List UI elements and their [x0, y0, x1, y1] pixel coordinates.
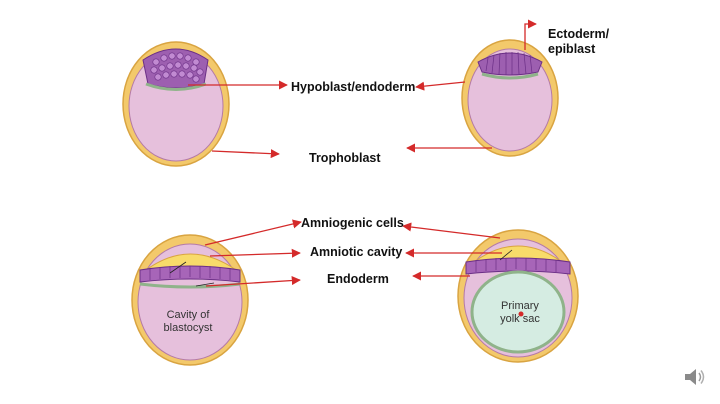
label-cavity-line2: blastocyst — [163, 322, 213, 334]
speaker-icon[interactable] — [683, 366, 707, 388]
embryo-primary-yolk-sac — [457, 229, 579, 363]
label-hypoblast: Hypoblast/endoderm — [291, 80, 416, 94]
inner-pointer-lines — [169, 249, 513, 287]
pointer-arrows — [188, 19, 537, 287]
label-yolk-line2: yolk sac — [500, 313, 540, 325]
label-ectoderm-epiblast: Ectoderm/ epiblast — [548, 27, 609, 57]
label-amniotic-cavity: Amniotic cavity — [310, 245, 403, 259]
label-cavity-line1: Cavity of — [166, 309, 210, 321]
label-cavity-of-blastocyst: Cavity of blastocyst — [150, 309, 226, 335]
label-endoderm: Endoderm — [327, 272, 389, 286]
label-ectoderm-line1: Ectoderm/ — [548, 27, 610, 41]
label-amniogenic-cells: Amniogenic cells — [301, 216, 404, 230]
embryo-blastocyst-inner-cell-mass — [122, 41, 230, 167]
label-ectoderm-line2: epiblast — [548, 42, 596, 56]
label-trophoblast: Trophoblast — [309, 151, 381, 165]
label-yolk-line1: Primary — [501, 300, 539, 312]
label-primary-yolk-sac: Primary yolk sac — [484, 300, 556, 326]
embryo-amniotic-cavity-formation — [131, 234, 249, 366]
embryo-bilaminar-disc-early — [461, 39, 559, 157]
